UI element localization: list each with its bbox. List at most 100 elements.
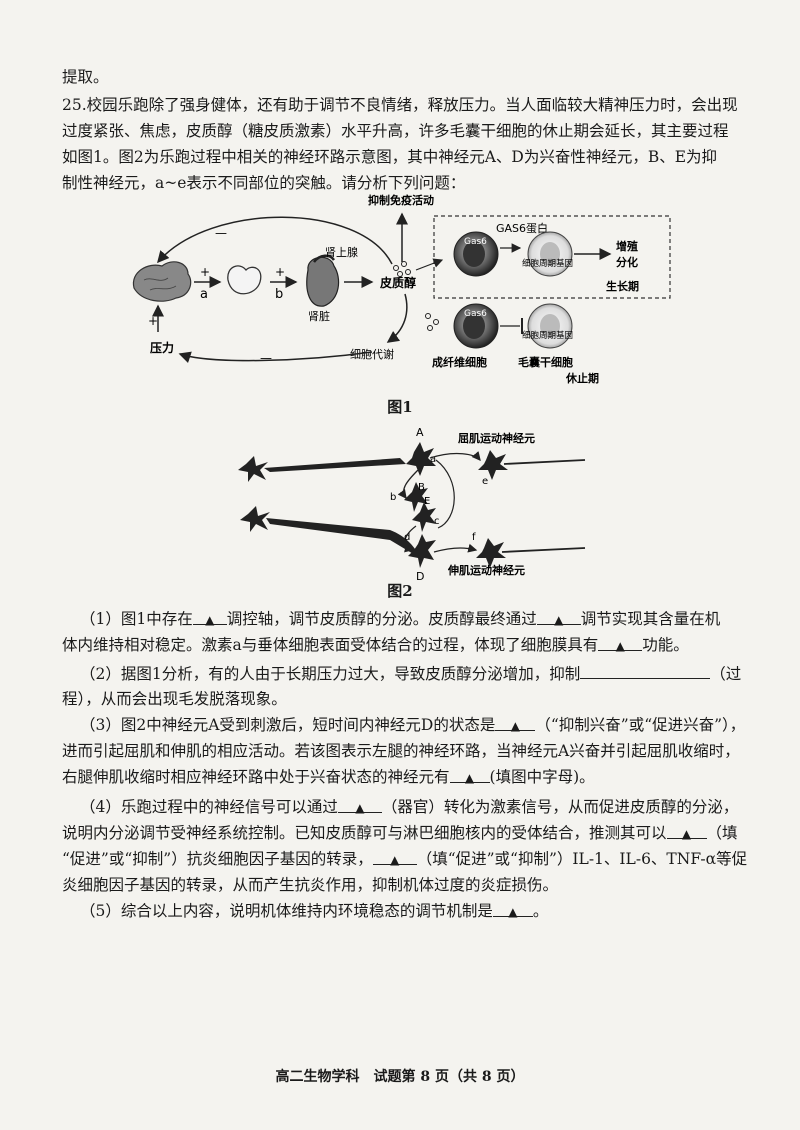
- neuron-A: [406, 442, 436, 476]
- answer-blank-3[interactable]: ▲: [615, 639, 625, 653]
- answer-blank-2[interactable]: ▲: [554, 613, 564, 627]
- neuron-A-label: A: [416, 426, 424, 439]
- q4-text-e: “促进”或“抑制”）抗炎细胞因子基因的转录，: [62, 850, 373, 868]
- answer-blank-4[interactable]: [580, 662, 711, 679]
- neuron-D: [408, 534, 436, 568]
- q3-text-b: （“抑制兴奋”或“促进兴奋”），: [535, 716, 746, 734]
- synapse-a-label: a: [430, 454, 436, 465]
- q5-text-b: 。: [532, 902, 549, 920]
- q1-text-a: （1）图1中存在: [80, 610, 193, 628]
- extensor-motor-neuron: [476, 538, 506, 568]
- plus-sign-2: +: [275, 265, 285, 279]
- cycle-gene-label-bottom: 细胞周期基因: [522, 330, 573, 341]
- pituitary-icon: [227, 265, 262, 295]
- gas6-cell-label-bottom: Gas6: [464, 309, 487, 319]
- q4-text-a: （4）乐跑过程中的神经信号可以通过: [80, 798, 338, 816]
- label-rest-phase: 休止期: [565, 371, 599, 385]
- figure-1-diagram: 抑制免疫活动 — + a + b 肾上腺 肾脏 皮质醇 细胞代谢 — 压力 + …: [132, 193, 671, 385]
- label-kidney: 肾脏: [308, 310, 330, 323]
- question-4-line-1: （4）乐跑过程中的神经信号可以通过 ▲ （器官）转化为激素信号，从而促进皮质醇的分泌…: [80, 796, 756, 818]
- synapse-c-label: c: [434, 516, 440, 527]
- neuron-D-label: D: [416, 570, 424, 582]
- intro-line-2: 过度紧张、焦虑，皮质醇（糖皮质激素）水平升高，许多毛囊干细胞的休止期会延长，其主…: [62, 122, 729, 140]
- intro-line-1: 25.校园乐跑除了强身健体，还有助于调节不良情绪，释放压力。当人面临较大精神压力…: [62, 96, 738, 114]
- label-proliferation: 增殖: [616, 239, 638, 253]
- question-3-line-1: （3）图2中神经元A受到刺激后，短时间内神经元D的状态是▲（“抑制兴奋”或“促进…: [80, 714, 756, 736]
- answer-blank-6[interactable]: ▲: [464, 771, 475, 785]
- answer-blank-7[interactable]: ▲: [355, 801, 365, 815]
- question-4-line-2: 说明内分泌调节受神经系统控制。已知皮质醇可与淋巴细胞核内的受体结合，推测其可以 ▲…: [62, 822, 756, 844]
- q2-text-a: （2）据图1分析，有的人由于长期压力过大，导致皮质醇分泌增加，抑制: [80, 665, 581, 683]
- label-hair-follicle-stem-cell: 毛囊干细胞: [518, 355, 573, 369]
- q4-text-f: （填“促进”或“抑制”）IL-1、IL-6、TNF-α等促: [416, 850, 748, 868]
- label-adrenal: 肾上腺: [325, 245, 358, 259]
- label-pressure: 压力: [150, 340, 174, 355]
- answer-blank-8[interactable]: ▲: [681, 827, 692, 841]
- label-flexor-motor-neuron: 屈肌运动神经元: [458, 431, 535, 445]
- q5-text-a: （5）综合以上内容，说明机体维持内环境稳态的调节机制是: [80, 902, 493, 920]
- minus-sign-2: —: [260, 351, 272, 365]
- label-cortisol: 皮质醇: [379, 275, 416, 290]
- q1-text-d: 体内维持相对稳定。激素a与垂体细胞表面受体结合的过程，体现了细胞膜具有: [62, 636, 599, 654]
- answer-blank-10[interactable]: ▲: [508, 905, 518, 919]
- question-4-line-4: 炎细胞因子基因的转录，从而产生抗炎作用，抑制机体过度的炎症损伤。: [62, 874, 756, 896]
- cycle-gene-label-top: 细胞周期基因: [522, 258, 573, 269]
- answer-blank-9[interactable]: ▲: [390, 853, 400, 867]
- label-gas6-protein: GAS6蛋白: [496, 221, 548, 235]
- q3-text-e: (填图中字母)。: [489, 768, 595, 786]
- q4-text-d: （填: [706, 824, 738, 842]
- neuron-B-label: B: [418, 482, 425, 493]
- synapse-f-label: f: [472, 532, 476, 543]
- label-metabolism: 细胞代谢: [350, 347, 394, 361]
- q2-text-c: 程），从而会出现毛发脱落现象。: [62, 690, 287, 708]
- answer-blank-1[interactable]: ▲: [205, 613, 215, 627]
- minus-sign-1: —: [215, 226, 227, 240]
- question-2-line-2: 程），从而会出现毛发脱落现象。: [62, 688, 756, 710]
- answer-blank-5[interactable]: ▲: [510, 719, 520, 733]
- plus-sign-3: +: [148, 314, 158, 328]
- q4-text-g: 炎细胞因子基因的转录，从而产生抗炎作用，抑制机体过度的炎症损伤。: [62, 876, 559, 894]
- q4-text-b: （器官）转化为激素信号，从而促进皮质醇的分泌，: [381, 798, 739, 816]
- intro-line-3: 如图1。图2为乐跑过程中相关的神经环路示意图，其中神经元A、D为兴奋性神经元，B…: [62, 148, 718, 166]
- synapse-b-label: b: [390, 492, 396, 503]
- sensory-neuron-lower: [240, 506, 270, 532]
- gas6-cell-label-top: Gas6: [464, 237, 487, 247]
- neuron-E-label: E: [424, 496, 430, 507]
- intro-line-4: 制性神经元，a~e表示不同部位的突触。请分析下列问题：: [62, 174, 466, 192]
- figure-2-diagram: A a e 屈肌运动神经元 B b E c d D f 伸肌运动神经元: [238, 426, 586, 582]
- intro-line-0: 提取。: [62, 68, 109, 86]
- q1-text-e: 功能。: [642, 636, 689, 654]
- question-1-line-1: （1）图1中存在 ▲ 调控轴，调节皮质醇的分泌。皮质醇最终通过 ▲ 调节实现其含量在机: [80, 608, 756, 630]
- label-inhibit-immune: 抑制免疫活动: [368, 193, 434, 207]
- synapse-d-label: d: [404, 532, 410, 543]
- neuron-E: [412, 502, 436, 532]
- label-growth-phase: 生长期: [606, 279, 639, 293]
- question-3-line-2: 进而引起屈肌和伸肌的相应活动。若该图表示左腿的神经环路，当神经元A兴奋并引起屈肌…: [62, 740, 756, 762]
- q1-text-c: 调节实现其含量在机: [580, 610, 721, 628]
- question-2-line-1: （2）据图1分析，有的人由于长期压力过大，导致皮质醇分泌增加，抑制 （过: [80, 662, 756, 685]
- q2-text-b: （过: [710, 665, 742, 683]
- question-5-line-1: （5）综合以上内容，说明机体维持内环境稳态的调节机制是 ▲ 。: [80, 900, 756, 922]
- growth-phase-box: [433, 215, 671, 299]
- brain-icon: [132, 261, 192, 302]
- label-hormone-b: b: [275, 287, 283, 302]
- label-extensor-motor-neuron: 伸肌运动神经元: [447, 563, 525, 577]
- synapse-e-label: e: [482, 476, 488, 487]
- question-3-line-3: 右腿伸肌收缩时相应神经环路中处于兴奋状态的神经元有 ▲ (填图中字母)。: [62, 766, 756, 788]
- figure-2-caption: 图2: [387, 582, 413, 600]
- q4-text-c: 说明内分泌调节受神经系统控制。已知皮质醇可与淋巴细胞核内的受体结合，推测其可以: [62, 824, 667, 842]
- label-hormone-a: a: [200, 287, 208, 302]
- sensory-neuron-upper: [238, 456, 268, 482]
- question-4-line-3: “促进”或“抑制”）抗炎细胞因子基因的转录， ▲ （填“促进”或“抑制”）IL-1、…: [62, 848, 756, 870]
- q1-text-b: 调控轴，调节皮质醇的分泌。皮质醇最终通过: [226, 610, 537, 628]
- q3-text-c: 进而引起屈肌和伸肌的相应活动。若该图表示左腿的神经环路，当神经元A兴奋并引起屈肌…: [62, 742, 740, 760]
- plus-sign-1: +: [200, 265, 210, 279]
- q3-text-d: 右腿伸肌收缩时相应神经环路中处于兴奋状态的神经元有: [62, 768, 450, 786]
- flexor-motor-neuron: [478, 450, 508, 480]
- kidney-icon: [306, 256, 340, 307]
- question-1-line-2: 体内维持相对稳定。激素a与垂体细胞表面受体结合的过程，体现了细胞膜具有 ▲ 功能。: [62, 634, 756, 656]
- page-footer: 高二生物学科 试题第 8 页（共 8 页）: [275, 1069, 525, 1085]
- neuron-B: [404, 482, 428, 512]
- label-differentiation: 分化: [616, 255, 638, 269]
- label-fibroblast: 成纤维细胞: [432, 355, 487, 369]
